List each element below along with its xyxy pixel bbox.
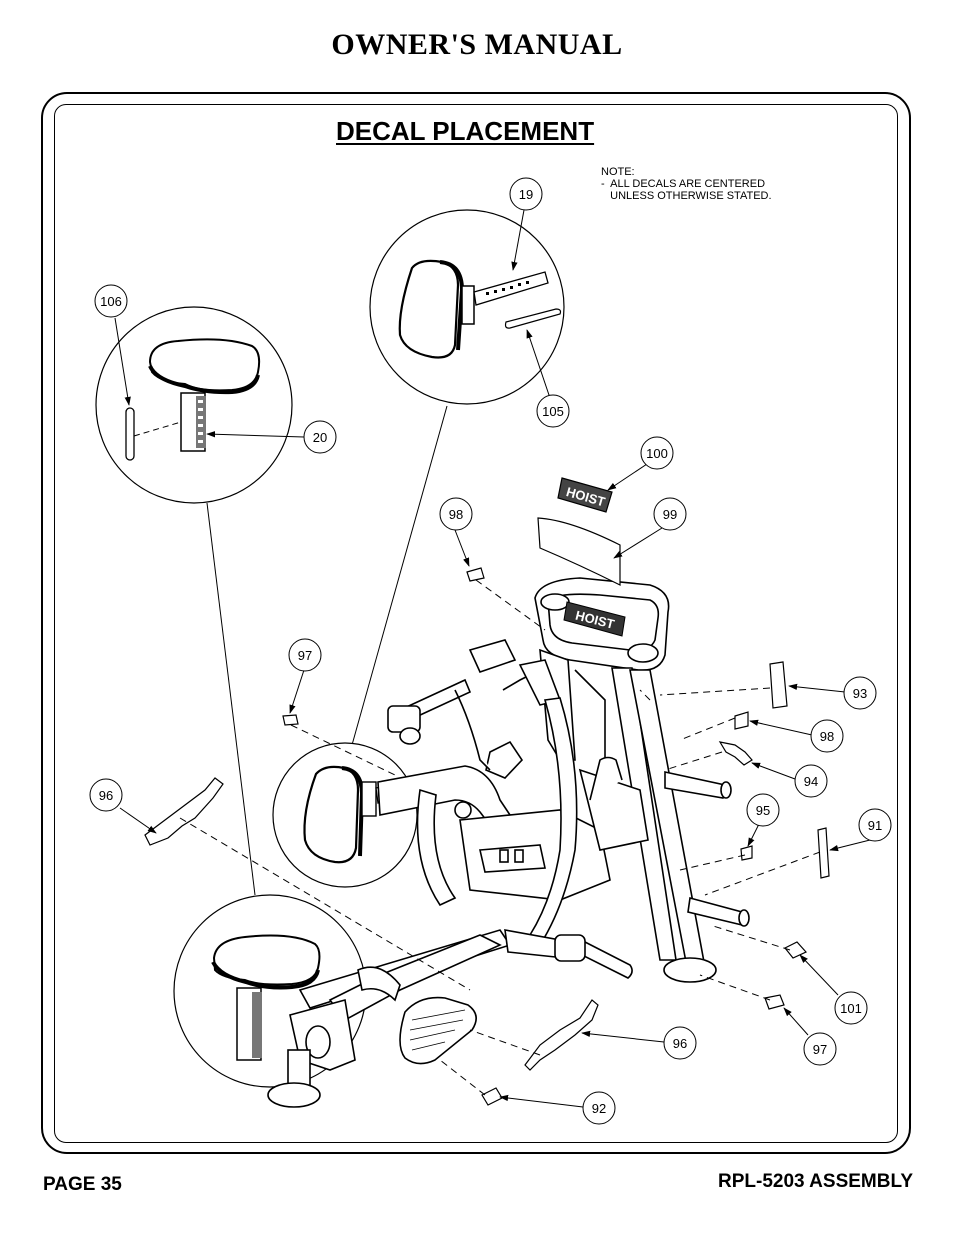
callout-94: 94 bbox=[794, 764, 828, 798]
callout-99: 99 bbox=[653, 497, 687, 531]
callout-105: 105 bbox=[536, 394, 570, 428]
callout-98-right: 98 bbox=[810, 719, 844, 753]
callout-96-left: 96 bbox=[89, 778, 123, 812]
decal-96b bbox=[524, 999, 599, 1071]
callout-98-top-label: 98 bbox=[449, 507, 463, 522]
outer-frame bbox=[41, 92, 911, 1154]
callout-96-left-label: 96 bbox=[99, 788, 113, 803]
callout-20: 20 bbox=[303, 420, 337, 454]
inner-frame bbox=[54, 104, 898, 1143]
decal-101 bbox=[784, 941, 807, 959]
callout-95: 95 bbox=[746, 793, 780, 827]
decal-95 bbox=[740, 845, 753, 861]
page-number: PAGE 35 bbox=[43, 1174, 122, 1195]
decal-97b bbox=[764, 994, 785, 1010]
detail-circle-seat bbox=[95, 306, 293, 504]
leader-arrows bbox=[114, 209, 871, 1108]
callout-97-top: 97 bbox=[288, 638, 322, 672]
decal-98b bbox=[734, 711, 749, 730]
callout-100: 100 bbox=[640, 436, 674, 470]
decal-98a bbox=[466, 567, 485, 582]
detail-connector-lines bbox=[206, 405, 448, 896]
callout-97-bottom-label: 97 bbox=[813, 1042, 827, 1057]
callout-93-label: 93 bbox=[853, 686, 867, 701]
callout-91-label: 91 bbox=[868, 818, 882, 833]
decal-91 bbox=[817, 827, 830, 879]
callout-106-label: 106 bbox=[100, 294, 122, 309]
callout-20-label: 20 bbox=[313, 430, 327, 445]
decal-100-logo bbox=[557, 477, 613, 513]
assembly-note: NOTE: - ALL DECALS ARE CENTERED UNLESS O… bbox=[601, 166, 772, 202]
callout-91: 91 bbox=[858, 808, 892, 842]
callout-92: 92 bbox=[582, 1091, 616, 1125]
callout-105-label: 105 bbox=[542, 404, 564, 419]
callout-19-label: 19 bbox=[519, 187, 533, 202]
callout-96-right-label: 96 bbox=[673, 1036, 687, 1051]
note-line-2: - ALL DECALS ARE CENTERED bbox=[601, 178, 766, 190]
callout-98-top: 98 bbox=[439, 497, 473, 531]
callout-97-bottom: 97 bbox=[803, 1032, 837, 1066]
document-name: RPL-5203 ASSEMBLY bbox=[718, 1171, 913, 1192]
callout-92-label: 92 bbox=[592, 1101, 606, 1116]
callout-99-label: 99 bbox=[663, 507, 677, 522]
callout-106: 106 bbox=[94, 284, 128, 318]
decal-97a bbox=[282, 714, 299, 726]
decal-92 bbox=[481, 1087, 503, 1106]
note-line-1: NOTE: bbox=[601, 166, 635, 178]
decal-99 bbox=[537, 517, 621, 586]
callout-94-label: 94 bbox=[804, 774, 818, 789]
callout-97-top-label: 97 bbox=[298, 648, 312, 663]
callout-93: 93 bbox=[843, 676, 877, 710]
detail-circle-back-pad bbox=[369, 209, 565, 405]
callout-98-right-label: 98 bbox=[820, 729, 834, 744]
callout-96-right: 96 bbox=[663, 1026, 697, 1060]
dashed-placement-lines bbox=[179, 579, 821, 1096]
decal-96a bbox=[144, 777, 224, 846]
callout-95-label: 95 bbox=[756, 803, 770, 818]
note-line-3: UNLESS OTHERWISE STATED. bbox=[601, 190, 772, 202]
decal-93 bbox=[769, 661, 788, 709]
decal-shapes: HOIST bbox=[144, 477, 830, 1106]
callout-100-label: 100 bbox=[646, 446, 668, 461]
page-title: OWNER'S MANUAL bbox=[331, 28, 623, 61]
callout-19: 19 bbox=[509, 177, 543, 211]
callouts: 19 106 20 105 100 98 99 97 bbox=[89, 177, 892, 1125]
callout-101: 101 bbox=[834, 991, 868, 1025]
machine-drawing: HOIST bbox=[267, 577, 750, 1108]
detail-circle-rear-pad bbox=[272, 742, 418, 888]
decal-94 bbox=[718, 741, 753, 766]
section-title: DECAL PLACEMENT bbox=[336, 116, 595, 146]
callout-101-label: 101 bbox=[840, 1001, 862, 1016]
